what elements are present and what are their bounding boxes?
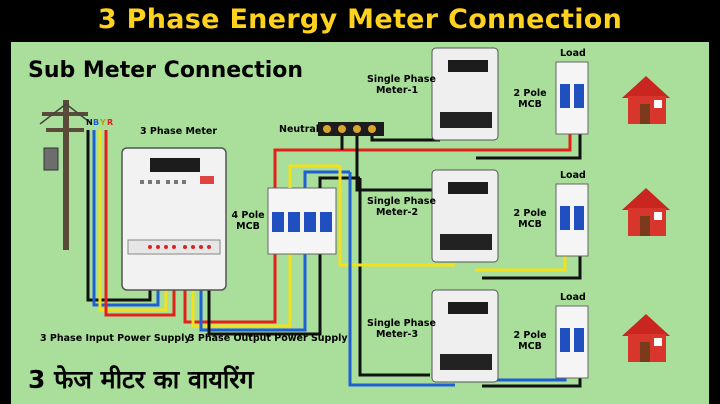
house-icon-3 xyxy=(622,314,670,362)
load-3-label: Load xyxy=(560,292,586,303)
neutral-label: Neutral xyxy=(279,124,320,135)
mcb-2-label: 2 Pole MCB xyxy=(513,208,547,230)
neutral-wires xyxy=(340,136,440,377)
phase-wires xyxy=(338,166,455,387)
house-icon-2 xyxy=(622,188,670,236)
three-phase-meter xyxy=(121,147,227,291)
load-2-label: Load xyxy=(560,170,586,181)
meter-3-label: Single Phase Meter-3 xyxy=(367,318,436,340)
two-pole-mcb-3 xyxy=(555,305,589,379)
neutral-bar xyxy=(318,122,384,136)
single-phase-meter-2 xyxy=(431,169,499,263)
utility-pole-icon xyxy=(39,100,93,250)
page-title: 3 Phase Energy Meter Connection xyxy=(97,4,623,35)
diagram-subtitle: Sub Meter Connection xyxy=(28,58,304,83)
load-1-label: Load xyxy=(560,48,586,59)
single-phase-meter-1 xyxy=(431,47,499,141)
hindi-caption: 3 फेज मीटर का वायरिंग xyxy=(28,365,254,394)
meter-1-label: Single Phase Meter-1 xyxy=(367,74,436,96)
four-pole-mcb-label: 4 Pole MCB xyxy=(231,210,265,232)
two-pole-mcb-1 xyxy=(555,61,589,135)
single-phase-meter-3 xyxy=(431,289,499,383)
three-phase-meter-label: 3 Phase Meter xyxy=(140,126,218,137)
mcb-3-label: 2 Pole MCB xyxy=(513,330,547,352)
mcb-1-label: 2 Pole MCB xyxy=(513,88,547,110)
two-pole-mcb-2 xyxy=(555,183,589,257)
phase-label-n: N xyxy=(86,118,93,127)
mcb-output-wires xyxy=(273,148,468,188)
four-pole-mcb xyxy=(267,187,337,255)
input-supply-label: 3 Phase Input Power Supply xyxy=(40,333,191,344)
phase-label-b: B xyxy=(93,118,100,127)
phase-label-y: Y xyxy=(100,118,106,127)
house-icon-1 xyxy=(622,76,670,124)
meter-2-label: Single Phase Meter-2 xyxy=(367,196,436,218)
output-supply-label: 3 Phase Output Power Supply xyxy=(188,333,348,344)
phase-label-r: R xyxy=(107,118,114,127)
